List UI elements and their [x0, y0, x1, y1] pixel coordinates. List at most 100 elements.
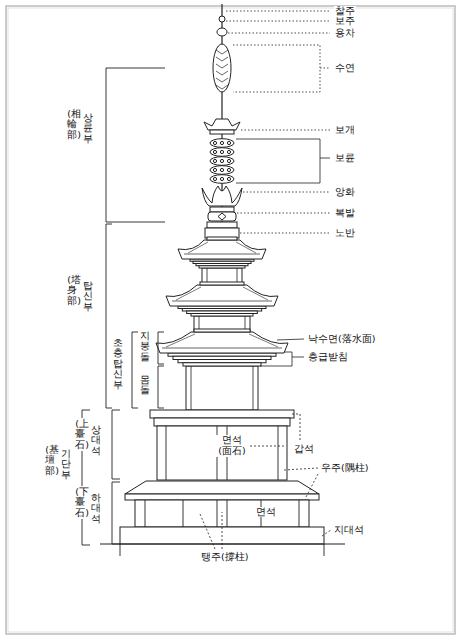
part-label: 탱주(撐柱): [200, 552, 249, 563]
boju-jewel: [219, 16, 225, 22]
suyeon-pattern: [216, 85, 228, 89]
myeonseok-leader: [250, 446, 284, 447]
gapseok-under: [154, 418, 290, 426]
gapseok-leader: [292, 414, 300, 440]
taengju-post: [183, 500, 184, 527]
taengju-post: [227, 500, 228, 527]
section-label: 기단부: [61, 448, 71, 481]
suyeon-pattern: [216, 57, 228, 61]
noban-plinth: [207, 222, 237, 228]
page-frame-inner: [8, 8, 453, 632]
boryun-ring: [210, 148, 234, 157]
section-label: (塔身部): [67, 274, 77, 307]
taengju-post: [217, 500, 218, 527]
part-label: 갑석: [293, 444, 315, 455]
roof-ridge: [243, 287, 268, 300]
roof-ridge: [176, 287, 201, 300]
leader-line: [241, 130, 330, 131]
boryun-ring: [210, 157, 234, 166]
suyeon-pattern: [216, 78, 228, 82]
boryun-dot: [213, 177, 216, 180]
part-label: 보주: [334, 16, 356, 27]
ujeu-corner: [191, 366, 192, 410]
roof-eave: [172, 301, 272, 302]
ujeu-post: [278, 426, 279, 480]
ujeu-post: [299, 500, 300, 527]
yongcha: [217, 28, 227, 36]
lower-gapseok-edge: [125, 494, 319, 500]
section-label: 상륜부: [83, 112, 93, 145]
lower-base-body: [135, 500, 309, 527]
section-label: 지붕돌: [140, 330, 150, 363]
part-label: 지대석: [333, 525, 365, 536]
boryun-ring: [210, 166, 234, 175]
chocheung-bracket: [132, 332, 138, 408]
part-label: 보륜: [334, 153, 356, 164]
leader-line: [237, 213, 330, 214]
roof-eave: [162, 348, 282, 349]
part-label: 수연: [334, 63, 356, 74]
sangryun-bracket: [106, 68, 165, 222]
boryun-dot: [220, 168, 223, 171]
roof-ridge: [249, 334, 278, 347]
roof-eave: [184, 254, 260, 255]
tapsin-bracket: [106, 224, 112, 408]
boryun-dot: [227, 141, 230, 144]
suyeon-bracket: [320, 68, 330, 69]
roof-top-base: [194, 329, 250, 332]
boryun-dot: [220, 141, 223, 144]
leader-line: [243, 192, 330, 193]
ground-tick: [324, 544, 325, 556]
sangdae-bracket: [112, 410, 120, 479]
ujeu-post: [145, 500, 146, 527]
section-label: (上臺石): [75, 418, 85, 451]
boryun-dot: [227, 159, 230, 162]
lower-gapseok: [125, 481, 319, 494]
section-label: 하대석: [91, 492, 101, 525]
bokbal-band: [210, 207, 234, 212]
hadae-bracket: [112, 482, 120, 544]
ujeu-leader: [306, 474, 318, 497]
suyeon-flame: [213, 44, 231, 92]
upper-base-body: [157, 426, 287, 480]
cheunggeup-bracket: [292, 357, 304, 358]
suyeon-pattern: [216, 50, 228, 54]
leader-line: [226, 21, 330, 22]
bogae-canopy: [204, 119, 240, 130]
mom-bracket: [158, 366, 164, 408]
part-label: 층급받침: [307, 352, 349, 363]
anghwa-lotus: [202, 186, 242, 206]
boryun-dot: [213, 159, 216, 162]
ground-line: [100, 543, 345, 544]
boryun-ring: [210, 139, 234, 148]
gapseok-upper: [150, 410, 294, 418]
jidae-leader: [322, 530, 331, 536]
boryun-dot: [213, 141, 216, 144]
taengju-leader: [222, 512, 223, 549]
leader-line: [226, 11, 330, 12]
jibungdol-roof: [178, 240, 266, 259]
roof-ridge: [236, 242, 256, 253]
part-label: 면석 (面石): [214, 435, 250, 457]
roof-top-base: [200, 282, 244, 285]
section-label: 탑신부: [83, 280, 93, 313]
section-label: 상대석: [91, 424, 101, 457]
leader-line: [228, 33, 330, 34]
boryun-dot: [213, 168, 216, 171]
jibungdol-roof: [156, 332, 288, 353]
boryun-dot: [213, 150, 216, 153]
page-frame: [6, 6, 455, 634]
section-label: (相輪部): [67, 108, 77, 141]
suyeon-pattern: [216, 64, 228, 68]
part-label: 용차: [334, 28, 356, 39]
bokbal-bowl: [208, 212, 236, 221]
boryun-dot: [220, 150, 223, 153]
part-label: 보개: [334, 125, 356, 136]
boryun-dot: [220, 177, 223, 180]
ujeu-leader: [284, 468, 318, 470]
cheunggeup-step: [199, 266, 245, 268]
cheunggeup-bracket: [260, 352, 292, 366]
